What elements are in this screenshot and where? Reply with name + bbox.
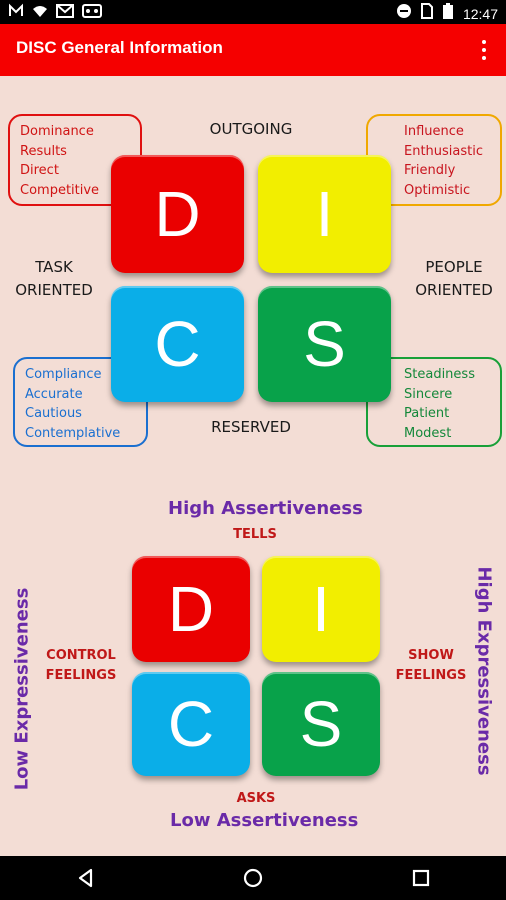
app-bar: DISC General Information [0, 24, 506, 76]
status-time: 12:47 [462, 6, 498, 22]
app-title: DISC General Information [16, 38, 223, 57]
note-steadiness: Steadiness Sincere Patient Modest [366, 357, 502, 447]
note-compliance: Compliance Accurate Cautious Contemplati… [13, 357, 148, 447]
home-icon [243, 868, 263, 888]
overflow-menu-button[interactable] [472, 38, 496, 62]
low-assertiveness-heading: Low Assertiveness [170, 810, 359, 831]
asks-label: ASKS [236, 791, 276, 806]
sim-icon [420, 3, 433, 25]
tile-c: C [111, 286, 244, 402]
tile-s: S [258, 286, 391, 402]
low-expressiveness-label: Low Expressiveness [11, 587, 33, 791]
minus-circle-icon [396, 4, 411, 24]
tile-s-lower: S [262, 672, 380, 776]
back-button[interactable] [72, 864, 100, 892]
disc-info-content[interactable]: OUTGOING RESERVED TASK ORIENTED PEOPLE O… [0, 76, 506, 856]
control-feelings-label: CONTROL FEELINGS [45, 648, 117, 683]
high-expressiveness-label: High Expressiveness [473, 566, 495, 776]
m-icon [8, 3, 24, 25]
tile-c-lower: C [132, 672, 250, 776]
axis-outgoing: OUTGOING [209, 120, 293, 138]
home-button[interactable] [239, 864, 267, 892]
tile-d-lower: D [132, 556, 250, 662]
axis-task-oriented: TASK ORIENTED [15, 258, 93, 299]
tells-label: TELLS [233, 527, 277, 542]
back-icon [78, 868, 93, 888]
recents-icon [412, 869, 430, 887]
gmail-icon [56, 4, 74, 24]
voicemail-icon [82, 4, 102, 24]
battery-icon [442, 3, 453, 25]
high-assertiveness-heading: High Assertiveness [168, 498, 363, 519]
recents-button[interactable] [407, 864, 435, 892]
axis-people-oriented: PEOPLE ORIENTED [415, 258, 493, 299]
tile-i: I [258, 155, 391, 273]
tile-i-lower: I [262, 556, 380, 662]
axis-reserved: RESERVED [211, 418, 291, 436]
show-feelings-label: SHOW FEELINGS [395, 648, 467, 683]
navigation-bar [0, 856, 506, 900]
tile-d: D [111, 155, 244, 273]
status-bar: 12:47 [0, 0, 506, 24]
wifi-sync-icon [32, 3, 48, 25]
